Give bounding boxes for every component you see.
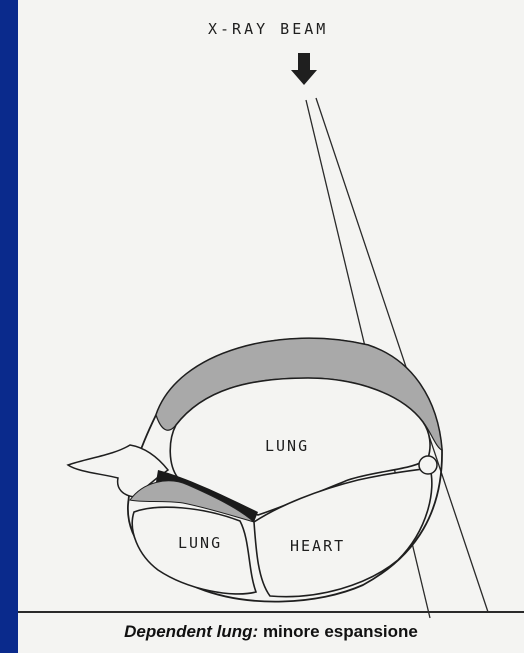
sternum	[419, 456, 437, 474]
heart-label: HEART	[290, 537, 345, 555]
lung-lower-label: LUNG	[178, 534, 222, 552]
caption: Dependent lung: minore espansione	[18, 622, 524, 642]
lung-upper-label: LUNG	[265, 437, 309, 455]
caption-emphasis: Dependent lung:	[124, 622, 258, 641]
beam-label: X-RAY BEAM	[208, 20, 328, 38]
chest-cross-section-diagram	[18, 0, 524, 653]
beam-arrow	[291, 53, 317, 85]
caption-text: minore espansione	[258, 622, 418, 641]
figure-panel: X-RAY BEAM LUNG LUNG HEART Dependent lun…	[18, 0, 524, 653]
